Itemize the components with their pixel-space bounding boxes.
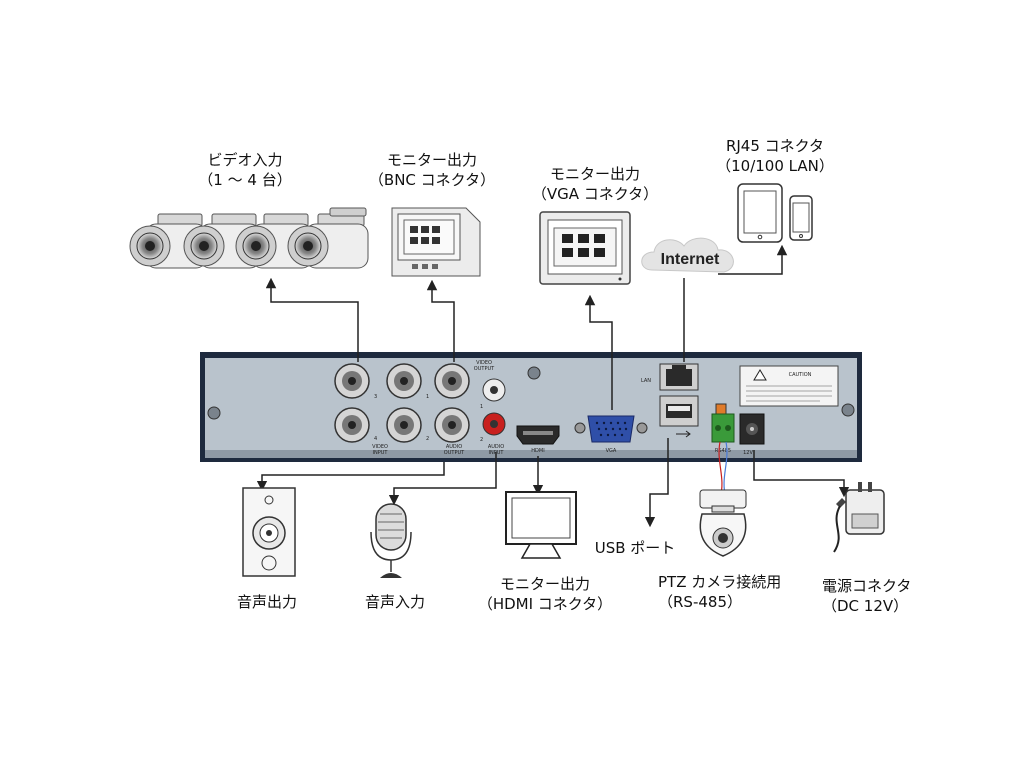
audio-output-label: 音声出力 [222, 592, 312, 612]
hdmi-monitor-sub: （HDMI コネクタ） [477, 595, 613, 613]
audio-input-text: 音声入力 [364, 593, 425, 611]
audio-output-device-icon [242, 487, 296, 577]
video-input-sub: （1 ～ 4 台） [198, 171, 292, 189]
dc-power-jack [739, 413, 765, 445]
ch-label-4: 4 [374, 436, 377, 442]
internet-label: Internet [661, 251, 720, 268]
audio-output-text-2: OUTPUT [444, 450, 465, 456]
video-input-text-1: VIDEO [372, 444, 388, 450]
bnc-monitor-title: モニター出力 [386, 151, 477, 169]
video-output-text-2: OUTPUT [474, 366, 495, 372]
vga-text: VGA [606, 448, 617, 454]
usb-port-text: USB ポート [594, 539, 676, 557]
bnc-monitor-label: モニター出力 （BNC コネクタ） [362, 150, 502, 190]
arrow-audio-input [388, 452, 497, 506]
power-label: 電源コネクタ （DC 12V） [822, 576, 942, 616]
audio-ch-1: 1 [480, 404, 483, 410]
arrow-audio-output [256, 462, 445, 492]
hdmi-port [516, 425, 560, 445]
caution-text: CAUTION [789, 372, 812, 378]
bnc-audio-output-port [434, 407, 470, 443]
hdmi-monitor-label: モニター出力 （HDMI コネクタ） [470, 574, 620, 614]
ptz-label: PTZ カメラ接続用 （RS-485） [658, 572, 808, 612]
rs485-text: RS485 [715, 448, 731, 454]
vga-port [574, 415, 648, 443]
power-sub: （DC 12V） [822, 597, 909, 615]
connection-lines [256, 244, 850, 528]
rj45-label: RJ45 コネクタ （10/100 LAN） [700, 136, 850, 176]
smartphone-icon [789, 195, 813, 241]
arrow-vga-monitor [584, 294, 613, 410]
ptz-sub: （RS-485） [658, 593, 742, 611]
lan-port [659, 363, 699, 391]
arrow-bnc-monitor [426, 279, 455, 362]
arrow-internet-device [718, 244, 788, 275]
arrow-power [753, 450, 850, 498]
ch-label-3: 3 [374, 394, 377, 400]
crt-monitor-icon [391, 207, 481, 277]
ch-label-2: 2 [426, 436, 429, 442]
usb-symbol-icon [676, 430, 691, 438]
audio-ch-2: 2 [480, 437, 483, 443]
video-input-label: ビデオ入力 （1 ～ 4 台） [185, 150, 305, 190]
video-input-title: ビデオ入力 [207, 151, 283, 169]
rj45-sub: （10/100 LAN） [716, 157, 834, 175]
hdmi-monitor-title: モニター出力 [499, 575, 590, 593]
ac-adapter-icon [833, 482, 885, 553]
caution-label [739, 365, 839, 407]
rs485-terminal [711, 403, 735, 443]
tablet-icon [737, 183, 783, 243]
dvr-rear-panel: 3 1 4 2 VIDEO INPUT VIDEO OUTPUT AUDIO O… [200, 352, 862, 462]
audio-output-text-1: AUDIO [446, 444, 462, 450]
microphone-icon [370, 503, 412, 578]
rj45-title: RJ45 コネクタ [725, 137, 825, 155]
vga-monitor-icon [539, 211, 631, 285]
power-title: 電源コネクタ [822, 577, 912, 595]
lan-text: LAN [641, 378, 651, 384]
vga-monitor-sub: （VGA コネクタ） [531, 185, 659, 203]
hdmi-text: HDMI [531, 448, 544, 454]
bullet-cameras-icon [129, 207, 369, 269]
video-output-text-1: VIDEO [476, 360, 492, 366]
ch-label-1: 1 [426, 394, 429, 400]
camera-4-icon [287, 207, 369, 269]
audio-output-text: 音声出力 [236, 593, 297, 611]
video-input-text-2: INPUT [373, 450, 389, 456]
dc-text: 12V [743, 450, 753, 456]
internet-cloud-icon [641, 237, 734, 273]
ptz-camera-icon [699, 489, 747, 557]
audio-input-text-1: AUDIO [488, 444, 504, 450]
bnc-monitor-sub: （BNC コネクタ） [368, 171, 496, 189]
bnc-video-output-port [434, 363, 470, 399]
usb-port-label: USB ポート [580, 538, 690, 558]
usb-port [659, 395, 699, 427]
vga-monitor-title: モニター出力 [549, 165, 640, 183]
audio-input-label: 音声入力 [350, 592, 440, 612]
arrow-usb [644, 438, 669, 528]
hdmi-monitor-icon [505, 491, 577, 559]
ptz-title: PTZ カメラ接続用 [658, 573, 782, 591]
bnc-video-input-ports [334, 363, 422, 443]
arrow-video-input [265, 277, 359, 362]
rca-audio-input-ports [482, 378, 506, 436]
vga-monitor-label: モニター出力 （VGA コネクタ） [520, 164, 670, 204]
